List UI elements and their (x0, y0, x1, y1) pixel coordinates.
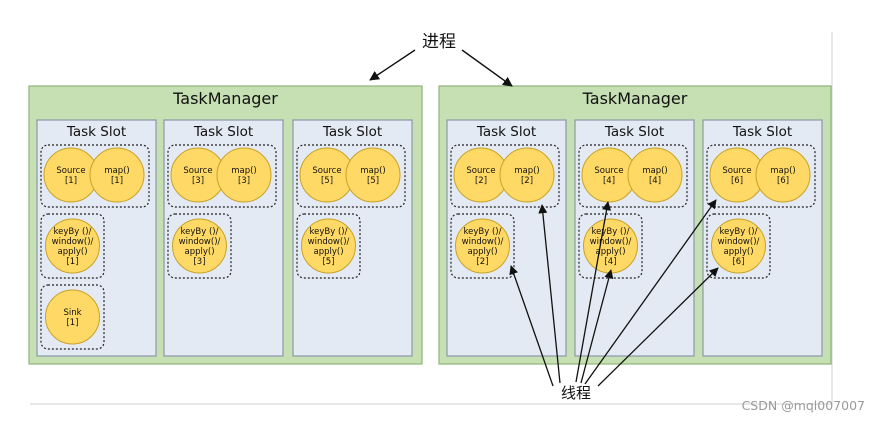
thread-arrow-2 (509, 265, 554, 387)
tm1-slot2-chain-box (167, 144, 277, 208)
watermark-text: CSDN @mql007007 (742, 398, 865, 413)
tm2-slot3-map-node (755, 147, 811, 203)
tm2-slot2-map-node-label: map()[4] (642, 166, 668, 186)
tm2-slot1-chain-box (450, 144, 560, 208)
thread-arrow-3 (575, 201, 612, 383)
tm1-slot2-map-node-label: map()[3] (231, 166, 257, 186)
tm1-slot2-source-node-label: Source[3] (183, 166, 212, 186)
tm1-slot2-window-apply-node-label: keyBy ()/window()/apply()[3] (179, 227, 221, 267)
tm1-slot1-window-apply-node-label: keyBy ()/window()/apply()[1] (52, 227, 94, 267)
tm1-slot1-sink-node (45, 289, 100, 345)
tm1-slot3-window-apply-node-label: keyBy ()/window()/apply()[5] (308, 227, 350, 267)
tm1-slot3-map-node (345, 147, 401, 203)
tm2-slot1-source-node-label: Source[2] (466, 166, 495, 186)
tm2-slot1-window-apply-box (450, 213, 515, 279)
tm2-slot3-window-apply-box (706, 213, 771, 279)
tm2-slot1-map-node-label: map()[2] (514, 166, 540, 186)
tm2-slot1-window-apply-node-label: keyBy ()/window()/apply()[2] (462, 227, 504, 267)
tm2-slot3-source-node-label: Source[6] (722, 166, 751, 186)
tm1-slot1-source-node-label: Source[1] (56, 166, 85, 186)
tm1-slot1-map-node (89, 147, 145, 203)
tm1-slot1-chain-box (40, 144, 150, 208)
tm2-slot3-window-apply-node (711, 218, 766, 274)
tm2-slot3-map-node-label: map()[6] (770, 166, 796, 186)
tm2-slot2-map-node (627, 147, 683, 203)
tm1-slot3-window-apply-box (296, 213, 361, 279)
tm1-slot2-window-apply-box (167, 213, 232, 279)
thread-arrow-4 (580, 269, 614, 384)
tm2-slot2-chain-box (578, 144, 688, 208)
tm1-slot1-sink-box (40, 284, 105, 350)
tm1-slot3-map-node-label: map()[5] (360, 166, 386, 186)
tm2-slot2-window-apply-node-label: keyBy ()/window()/apply()[4] (590, 227, 632, 267)
tm1-slot1-window-apply-node (45, 218, 100, 274)
tm1-slot1-sink-node-label: Sink[1] (63, 308, 81, 328)
tm2-slot3-title: Task Slot (732, 124, 792, 140)
process-arrow-right (461, 49, 513, 87)
tm1-slot1-map-node-label: map()[1] (104, 166, 130, 186)
thread-arrow-6 (597, 267, 719, 387)
tm2-slot2-title: Task Slot (604, 124, 664, 140)
process-arrow-left (369, 49, 416, 81)
tm1-slot3-source-node-label: Source[5] (312, 166, 341, 186)
taskmanager-2-title: TaskManager (582, 89, 688, 108)
thread-arrow-1 (538, 204, 561, 384)
thread-arrow-5 (584, 199, 717, 385)
thread-label: 线程 (561, 384, 591, 402)
tm2-slot1-map-node (499, 147, 555, 203)
tm1-slot3-title: Task Slot (322, 124, 382, 140)
tm2-slot1-title: Task Slot (476, 124, 536, 140)
tm1-slot2-map-node (216, 147, 272, 203)
process-label: 进程 (422, 32, 456, 52)
tm1-slot1-window-apply-box (40, 213, 105, 279)
tm1-slot3-window-apply-node (301, 218, 356, 274)
tm2-slot2-source-node-label: Source[4] (594, 166, 623, 186)
tm1-slot3-chain-box (296, 144, 406, 208)
tm2-slot1-window-apply-node (455, 218, 510, 274)
tm1-slot1-title: Task Slot (66, 124, 126, 140)
tm2-slot3-window-apply-node-label: keyBy ()/window()/apply()[6] (718, 227, 760, 267)
tm1-slot2-title: Task Slot (193, 124, 253, 140)
taskmanager-1-title: TaskManager (172, 89, 278, 108)
tm1-slot2-window-apply-node (172, 218, 227, 274)
tm2-slot3-chain-box (706, 144, 816, 208)
